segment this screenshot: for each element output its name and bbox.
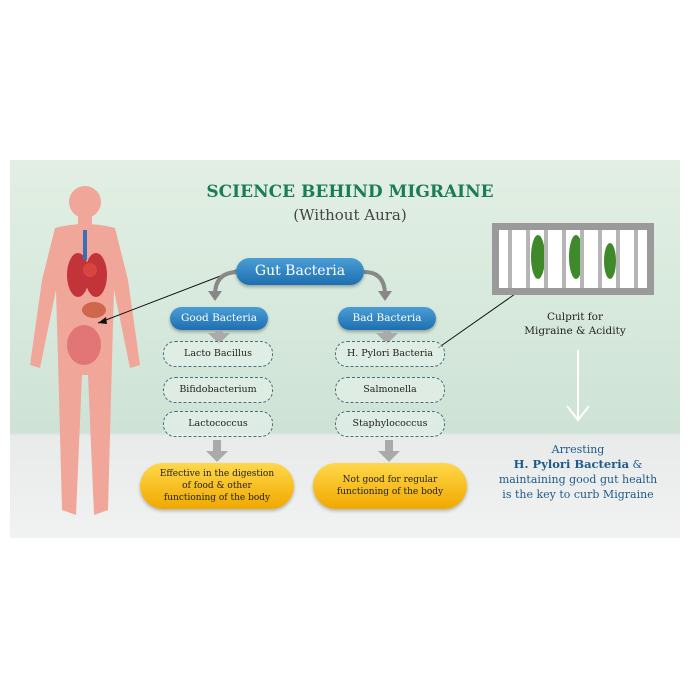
bad-bacteria-item: Staphylococcus [335, 411, 445, 437]
human-body-illustration [30, 186, 590, 515]
jail-bacteria-illustration [492, 223, 654, 295]
bad-bacteria-node: Bad Bacteria [338, 307, 436, 330]
down-arrow-icon [208, 333, 230, 344]
conclusion-text: Arresting H. Pylori Bacteria & maintaini… [498, 443, 658, 501]
down-arrow-icon [206, 451, 228, 462]
gut-bacteria-node: Gut Bacteria [236, 258, 364, 285]
organs-illustration [67, 230, 107, 365]
good-bacteria-node: Good Bacteria [170, 307, 268, 330]
infographic-banner: SCIENCE BEHIND MIGRAINE (Without Aura) G… [10, 160, 680, 538]
down-arrow-icon [376, 333, 398, 344]
bad-bacteria-result: Not good for regular functioning of the … [313, 463, 467, 509]
bad-bacteria-item: H. Pylori Bacteria [335, 341, 445, 367]
page-title: SCIENCE BEHIND MIGRAINE [206, 182, 494, 202]
down-arrow-icon [378, 451, 400, 462]
good-bacteria-item: Lactococcus [163, 411, 273, 437]
bad-bacteria-item: Salmonella [335, 377, 445, 403]
good-bacteria-item: Lacto Bacillus [163, 341, 273, 367]
human-silhouette [30, 186, 140, 515]
good-bacteria-item: Bifidobacterium [163, 377, 273, 403]
page-subtitle: (Without Aura) [293, 206, 407, 224]
good-bacteria-result: Effective in the digestion of food & oth… [140, 463, 294, 509]
